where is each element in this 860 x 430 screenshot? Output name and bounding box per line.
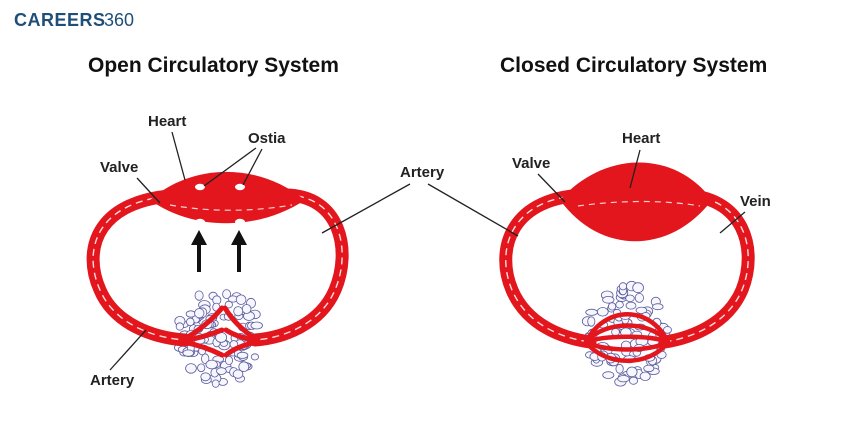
open-artery-label: Artery bbox=[90, 372, 135, 389]
tissue-cell bbox=[618, 282, 628, 291]
tissue-cell bbox=[652, 303, 664, 311]
tissue-cell bbox=[216, 367, 227, 375]
tissue-cell bbox=[635, 306, 648, 314]
ostia-label: Ostia bbox=[248, 130, 286, 147]
tissue-cell bbox=[639, 371, 651, 382]
tissue-cell bbox=[625, 301, 637, 310]
tissue-cell bbox=[200, 372, 211, 382]
tissue-cell bbox=[224, 355, 233, 365]
tissue-cell bbox=[643, 364, 655, 373]
vein-label: Vein bbox=[740, 193, 771, 210]
tissue-cell bbox=[232, 369, 244, 379]
tissue-cell bbox=[615, 363, 624, 374]
tissue-cell bbox=[233, 306, 244, 317]
tissue-cell bbox=[626, 366, 638, 378]
shared-artery-label: Artery bbox=[400, 164, 445, 181]
tissue-cell bbox=[194, 290, 204, 301]
tissue-cell bbox=[186, 317, 195, 327]
tissue-cell bbox=[175, 322, 184, 331]
tissue-cell bbox=[185, 363, 197, 374]
tissue-cell bbox=[632, 282, 644, 294]
brand-logo: CAREERS 360 bbox=[14, 10, 134, 30]
open-flow-lines bbox=[92, 194, 343, 341]
tissue-cell bbox=[185, 310, 196, 318]
tissue-cell bbox=[250, 321, 263, 330]
tissue-cell bbox=[211, 379, 220, 388]
open-heart bbox=[150, 171, 305, 224]
tissue-cell bbox=[596, 307, 609, 317]
tissue-cell bbox=[224, 300, 233, 309]
tissue-cell bbox=[663, 326, 672, 334]
tissue-cell bbox=[205, 359, 218, 370]
tissue-cell bbox=[587, 316, 596, 327]
open-heart-label: Heart bbox=[148, 113, 186, 130]
tissue-cell bbox=[222, 289, 232, 300]
open-system-diagram: Heart Ostia Valve Artery bbox=[86, 113, 349, 389]
ostia-openings bbox=[195, 183, 245, 226]
open-system-title: Open Circulatory System bbox=[88, 54, 339, 77]
tissue-cell bbox=[197, 363, 206, 373]
tissue-cell bbox=[238, 361, 250, 373]
tissue-cell bbox=[615, 300, 624, 309]
closed-heart-label: Heart bbox=[622, 130, 660, 147]
tissue-cell bbox=[235, 294, 247, 305]
closed-system-title: Closed Circulatory System bbox=[500, 54, 767, 77]
brand-name: CAREERS bbox=[14, 10, 106, 30]
closed-capillary-bed bbox=[583, 312, 671, 363]
tissue-cell bbox=[201, 353, 210, 365]
closed-valve-label: Valve bbox=[512, 155, 550, 172]
tissue-cell bbox=[617, 375, 630, 383]
tissue-cell bbox=[194, 308, 205, 319]
tissue-cell bbox=[250, 353, 259, 361]
tissue-cell bbox=[182, 349, 195, 357]
tissue-cell bbox=[602, 371, 615, 379]
brand-number: 360 bbox=[104, 10, 134, 30]
tissue-cell bbox=[241, 304, 252, 314]
tissue-cell bbox=[629, 376, 639, 385]
open-vessel-branches bbox=[180, 305, 260, 358]
tissue-cell bbox=[625, 294, 635, 302]
blood-inflow-arrows bbox=[191, 230, 247, 272]
closed-system-diagram: Heart Valve Vein bbox=[499, 130, 771, 387]
tissue-cell bbox=[607, 302, 617, 311]
tissue-cell bbox=[602, 295, 615, 304]
tissue-cell bbox=[236, 351, 249, 359]
tissue-cell bbox=[634, 292, 645, 303]
open-valve-label: Valve bbox=[100, 159, 138, 176]
tissue-cell bbox=[585, 308, 598, 316]
shared-artery-callout: Artery bbox=[321, 164, 519, 237]
